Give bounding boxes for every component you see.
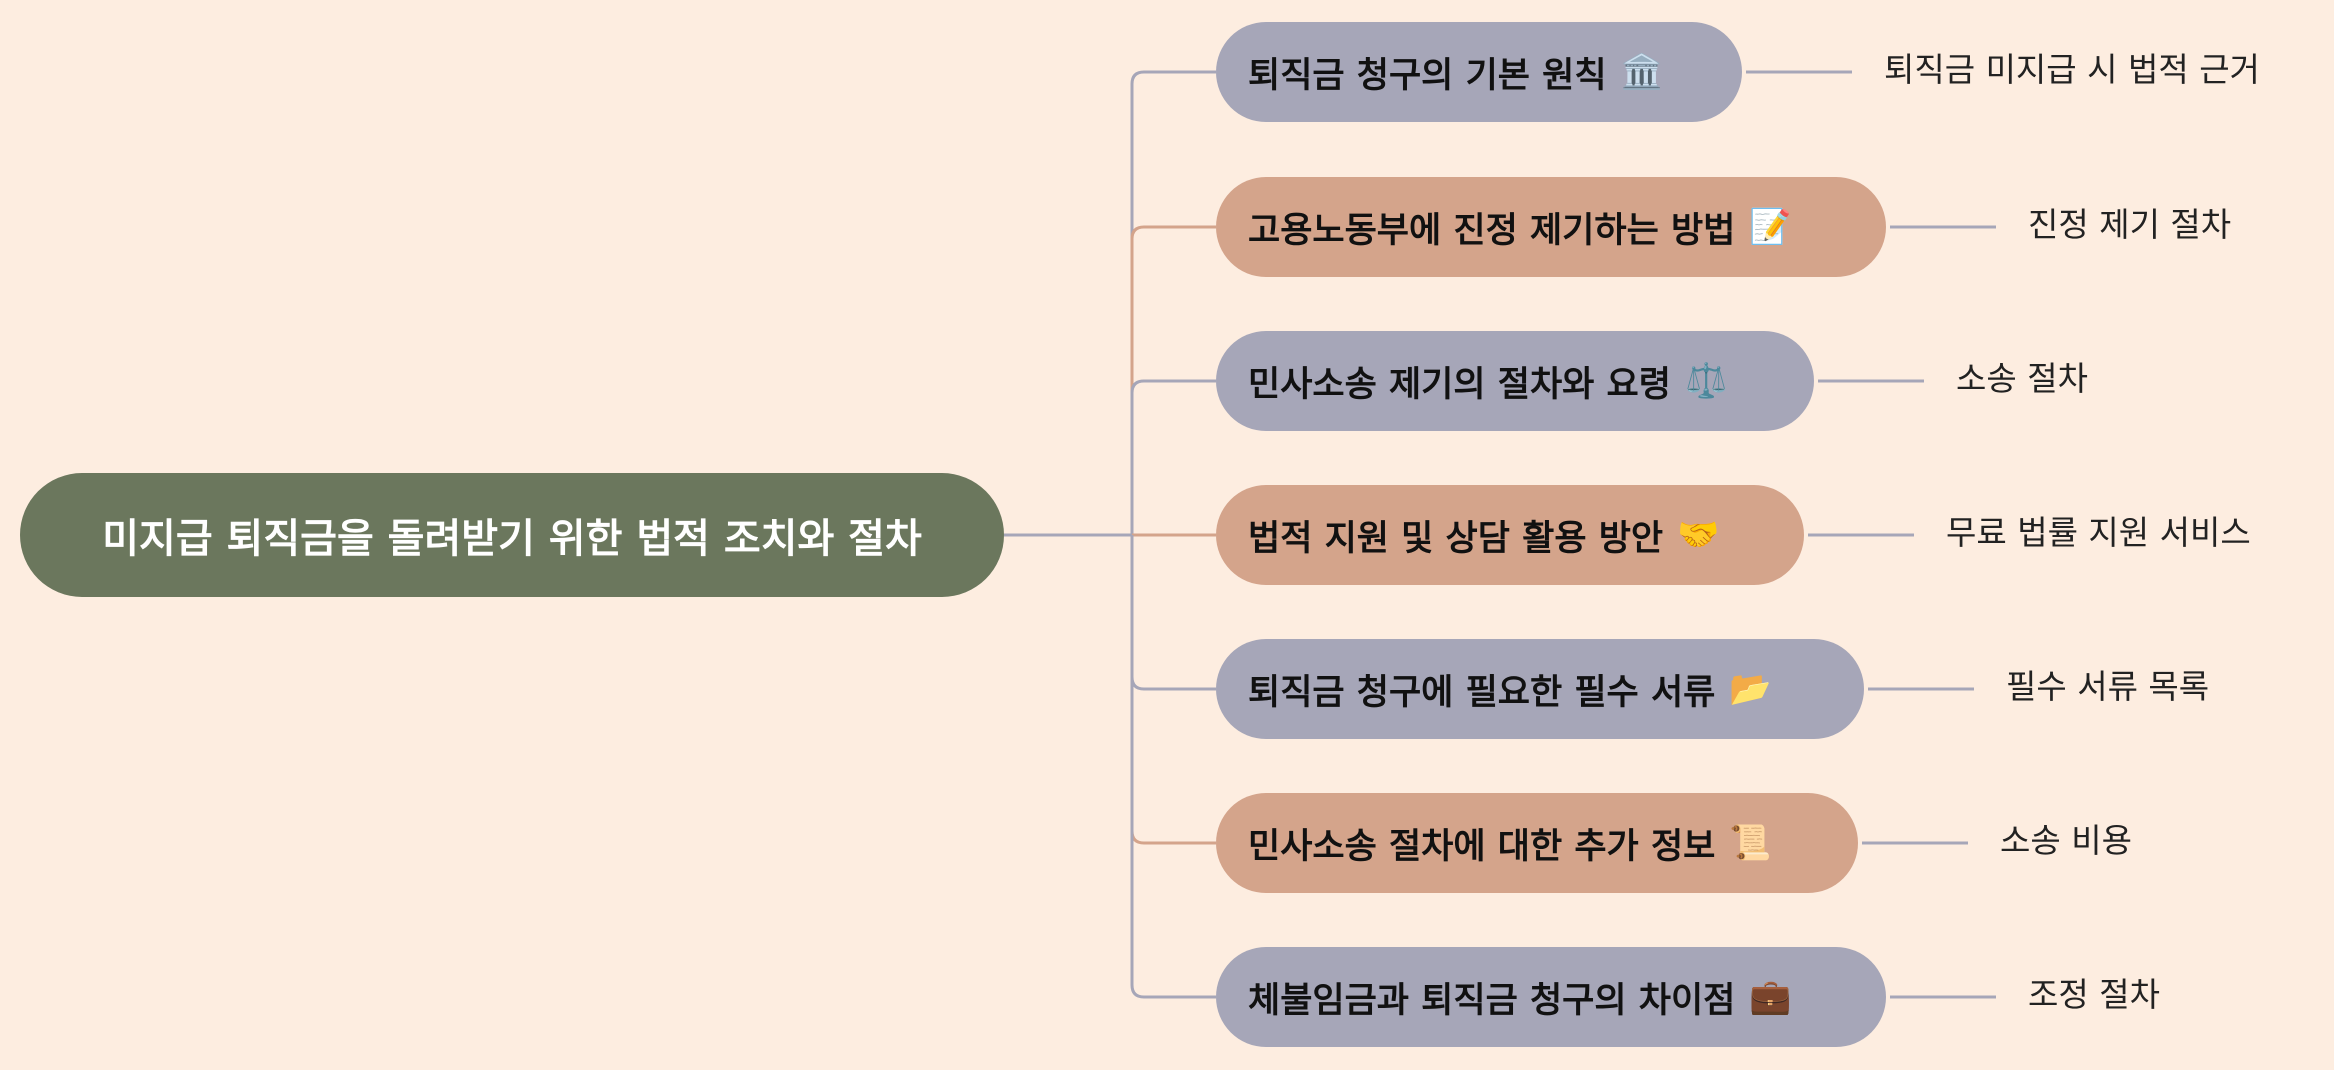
branch-node-3: 민사소송 제기의 절차와 요령 ⚖️ — [1216, 331, 1814, 431]
branch-label: 민사소송 절차에 대한 추가 정보 — [1248, 826, 1716, 867]
leaf-label-7: 조정 절차 — [2028, 975, 2160, 1014]
branch-node-1: 퇴직금 청구의 기본 원칙 🏛️ — [1216, 22, 1742, 122]
branch-label: 체불임금과 퇴직금 청구의 차이점 — [1248, 980, 1736, 1021]
handshake-icon: 🤝 — [1677, 515, 1720, 555]
branch-label: 법적 지원 및 상담 활용 방안 — [1248, 518, 1664, 559]
branch-connector-line-7 — [1130, 535, 1216, 999]
branch-connector-line-1 — [1130, 70, 1216, 535]
leaf-label-5: 필수 서류 목록 — [2006, 667, 2210, 706]
branch-node-5: 퇴직금 청구에 필요한 필수 서류 📂 — [1216, 639, 1864, 739]
branch-connector-line-3 — [1130, 379, 1216, 535]
leaf-label-3: 소송 절차 — [1956, 359, 2088, 398]
branch-node-7: 체불임금과 퇴직금 청구의 차이점 💼 — [1216, 947, 1886, 1047]
branch-label: 퇴직금 청구의 기본 원칙 — [1248, 55, 1607, 96]
leaf-label-4: 무료 법률 지원 서비스 — [1946, 513, 2251, 552]
branch-node-6: 민사소송 절차에 대한 추가 정보 📜 — [1216, 793, 1858, 893]
memo-icon: 📝 — [1749, 207, 1792, 247]
bank-building-icon: 🏛️ — [1620, 52, 1663, 92]
branch-connector-line-2 — [1130, 225, 1216, 535]
branch-label: 민사소송 제기의 절차와 요령 — [1248, 364, 1671, 405]
leaf-label-6: 소송 비용 — [2000, 821, 2132, 860]
branch-label: 퇴직금 청구에 필요한 필수 서류 — [1248, 672, 1716, 713]
branch-node-2: 고용노동부에 진정 제기하는 방법 📝 — [1216, 177, 1886, 277]
leaf-label-2: 진정 제기 절차 — [2028, 205, 2232, 244]
scales-icon: ⚖️ — [1684, 361, 1728, 401]
open-folder-icon: 📂 — [1729, 669, 1772, 709]
branch-node-4: 법적 지원 및 상담 활용 방안 🤝 — [1216, 485, 1804, 585]
scroll-icon: 📜 — [1729, 823, 1772, 863]
leaf-label-1: 퇴직금 미지급 시 법적 근거 — [1884, 50, 2260, 89]
branch-label: 고용노동부에 진정 제기하는 방법 — [1248, 210, 1736, 251]
branch-connector-line-5 — [1130, 535, 1216, 691]
briefcase-icon: 💼 — [1749, 977, 1792, 1017]
root-label: 미지급 퇴직금을 돌려받기 위한 법적 조치와 절차 — [102, 516, 922, 562]
root-node: 미지급 퇴직금을 돌려받기 위한 법적 조치와 절차 — [20, 473, 1004, 597]
